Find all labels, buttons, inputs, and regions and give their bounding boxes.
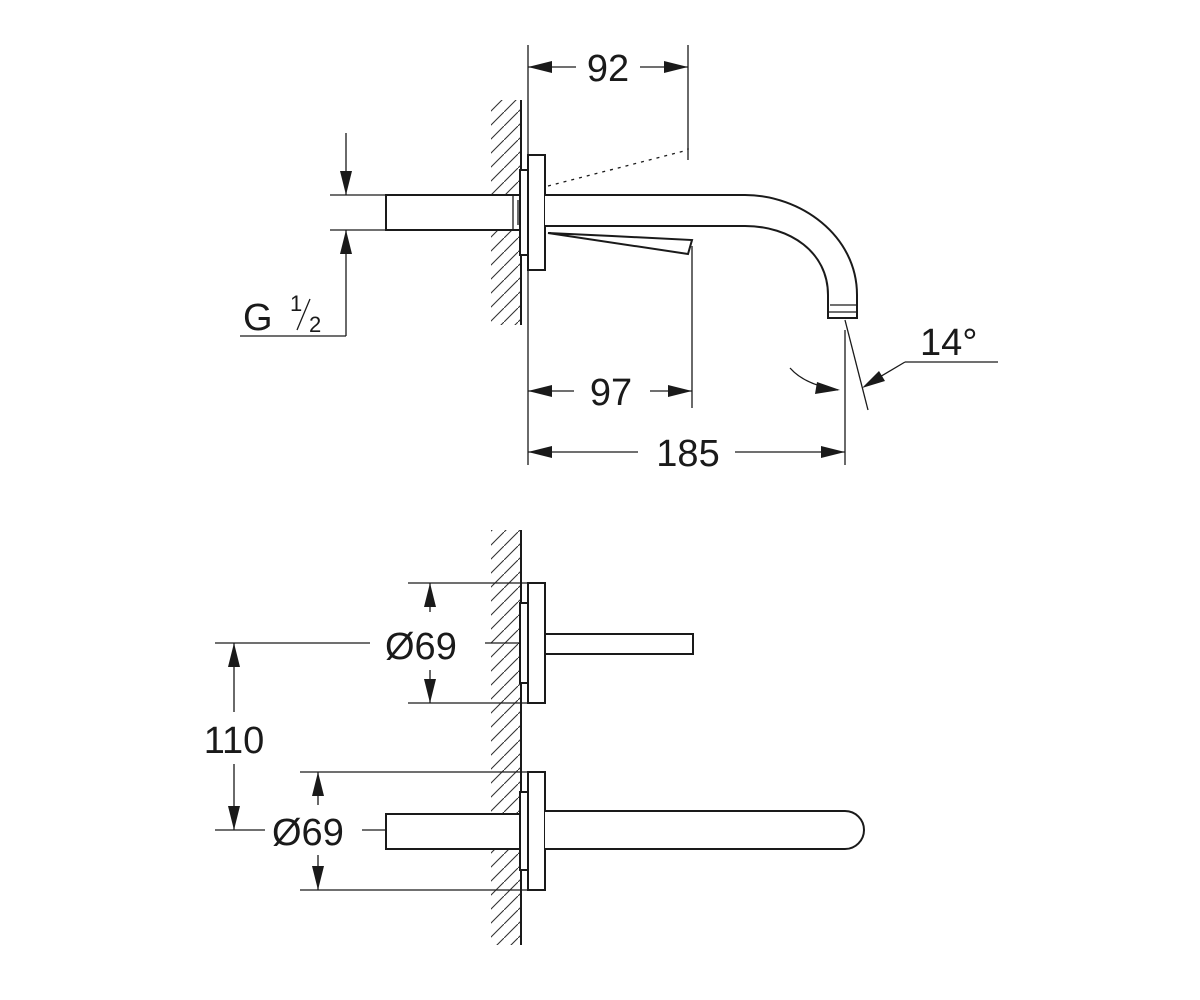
dim-center-distance: 110 (204, 642, 520, 831)
dim-lower-rosette-label: Ø69 (272, 812, 344, 854)
dim-plate-to-lever: 97 (527, 246, 693, 465)
thread-denominator: 2 (309, 312, 321, 337)
dim-thread: G 1 2 (240, 133, 386, 339)
side-view: 92 G 1 2 97 (240, 45, 998, 475)
dim-center-distance-label: 110 (204, 720, 265, 762)
thread-numerator: 1 (290, 291, 302, 316)
handle-rosette (519, 582, 694, 704)
dim-plate-to-lever-label: 97 (590, 372, 632, 414)
dim-projection: 92 (527, 45, 689, 155)
thread-letter: G (243, 297, 273, 339)
threaded-connector (385, 194, 527, 231)
wall-plate (519, 154, 546, 271)
spout (545, 194, 858, 319)
dim-upper-rosette-label: Ø69 (385, 626, 457, 668)
top-view: Ø69 110 Ø69 (204, 530, 865, 945)
wall-section-lower (491, 530, 522, 945)
dim-outlet-angle: 14° (789, 319, 998, 411)
dim-projection-label: 92 (587, 48, 629, 90)
dim-spout-reach: 185 (528, 330, 846, 475)
dim-upper-rosette: Ø69 (385, 582, 528, 704)
dim-lower-rosette: Ø69 (272, 771, 528, 891)
dim-spout-reach-label: 185 (656, 433, 719, 475)
lever-outline (547, 148, 694, 256)
dim-outlet-angle-label: 14° (920, 322, 977, 364)
spout-rosette (385, 771, 865, 891)
